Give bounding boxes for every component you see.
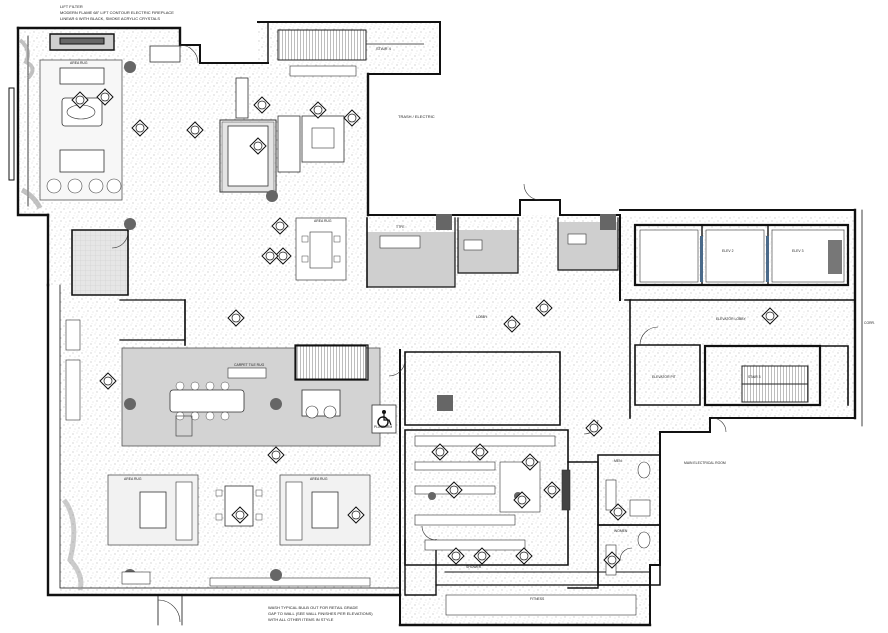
label-elev-2: ELEV 2 [722, 249, 734, 253]
south-lounge [61, 474, 371, 591]
section-markers [71, 88, 779, 569]
elevation-marker-center [613, 507, 623, 517]
label-lobby: LOBBY [476, 315, 488, 319]
center-lounge [219, 65, 357, 281]
label-corridor: CORR. [864, 321, 875, 325]
elevation-marker-center [449, 485, 459, 495]
elevation-marker-center [351, 510, 361, 520]
label-stair-4: STAIR 4 [376, 46, 392, 51]
elevation-marker-center [507, 319, 517, 329]
elevator-cars [639, 229, 845, 283]
label-elev-3: ELEV 3 [792, 249, 804, 253]
elevation-marker-center [265, 251, 275, 261]
note-fireplace-top: LIFT FILTER [60, 4, 83, 9]
elevation-marker-center [451, 551, 461, 561]
elevation-marker-center [519, 551, 529, 561]
elevation-marker-center [475, 447, 485, 457]
elevation-marker-center [278, 251, 288, 261]
note-fireplace-2: LINEAR 6 WITH BLACK, SMOKE ACRYLIC CRYST… [60, 16, 160, 21]
elevation-marker-center [547, 485, 557, 495]
label-elevator-lobby: ELEVATOR LOBBY [716, 317, 747, 321]
label-womens: WOMEN [614, 529, 628, 533]
label-shower: SHOWER [466, 565, 482, 569]
elevation-marker-center [539, 303, 549, 313]
elevation-marker-center [75, 95, 85, 105]
label-area-rug-2: AREA RUG [314, 219, 332, 223]
bar-zone [65, 319, 341, 437]
lounge [18, 38, 181, 230]
door-swings [111, 44, 727, 623]
elevation-marker-center [100, 92, 110, 102]
note-wall-1: WASH TYPICAL BULB OUT FOR RETAIL GRADE [268, 605, 358, 610]
offices [379, 214, 616, 411]
elevation-marker-center [231, 313, 241, 323]
elevation-marker-center [313, 105, 323, 115]
elevation-marker-center [275, 221, 285, 231]
elevation-marker-center [477, 551, 487, 561]
elevation-marker-center [765, 311, 775, 321]
label-area-rug-1: AREA RUG [70, 61, 88, 65]
elevation-marker-center [135, 123, 145, 133]
annotations: LIFT FILTER MODERN FLAME 68" LIFT CONTOU… [60, 4, 875, 622]
note-fireplace-1: MODERN FLAME 68" LIFT CONTOUR ELECTRIC F… [60, 10, 174, 15]
elevation-marker-center [607, 555, 617, 565]
label-platform: PLATFORM [374, 425, 392, 429]
label-elevator-pit: ELEVATOR PIT [652, 375, 676, 379]
elevation-marker-center [235, 510, 245, 520]
elevation-marker-center [589, 423, 599, 433]
elevation-marker-center [435, 447, 445, 457]
elevation-marker-center [525, 457, 535, 467]
label-fitness: FITNESS [530, 597, 545, 601]
label-area-rug-4: AREA RUG [310, 477, 328, 481]
elevation-marker-center [190, 125, 200, 135]
elevation-marker-center [347, 113, 357, 123]
label-ttfe: TTFE [396, 225, 405, 229]
stair-4 [277, 29, 424, 61]
elevation-marker-center [257, 100, 267, 110]
elevation-marker-center [103, 376, 113, 386]
label-stair-3: STAIR 3 [748, 375, 761, 379]
label-carpet-tile: CARPET TILE RUG [234, 363, 265, 367]
elevation-marker-center [253, 141, 263, 151]
note-wall-3: WITH ALL OTHER ITEMS IN STYLE [268, 617, 334, 622]
elevation-marker-center [271, 450, 281, 460]
label-mens: MEN [614, 459, 622, 463]
note-wall-2: GAP TO WALL (SEE WALL FINISHES PER ELEVA… [268, 611, 373, 616]
label-trash: TRASH / ELECTRIC [398, 114, 435, 119]
elevation-marker-center [517, 495, 527, 505]
stair-3 [741, 365, 809, 403]
accessible-icon [371, 404, 397, 434]
walls [8, 21, 863, 627]
label-area-rug-3: AREA RUG [124, 477, 142, 481]
label-main-electrical: MAIN ELECTRICAL ROOM [684, 461, 726, 465]
